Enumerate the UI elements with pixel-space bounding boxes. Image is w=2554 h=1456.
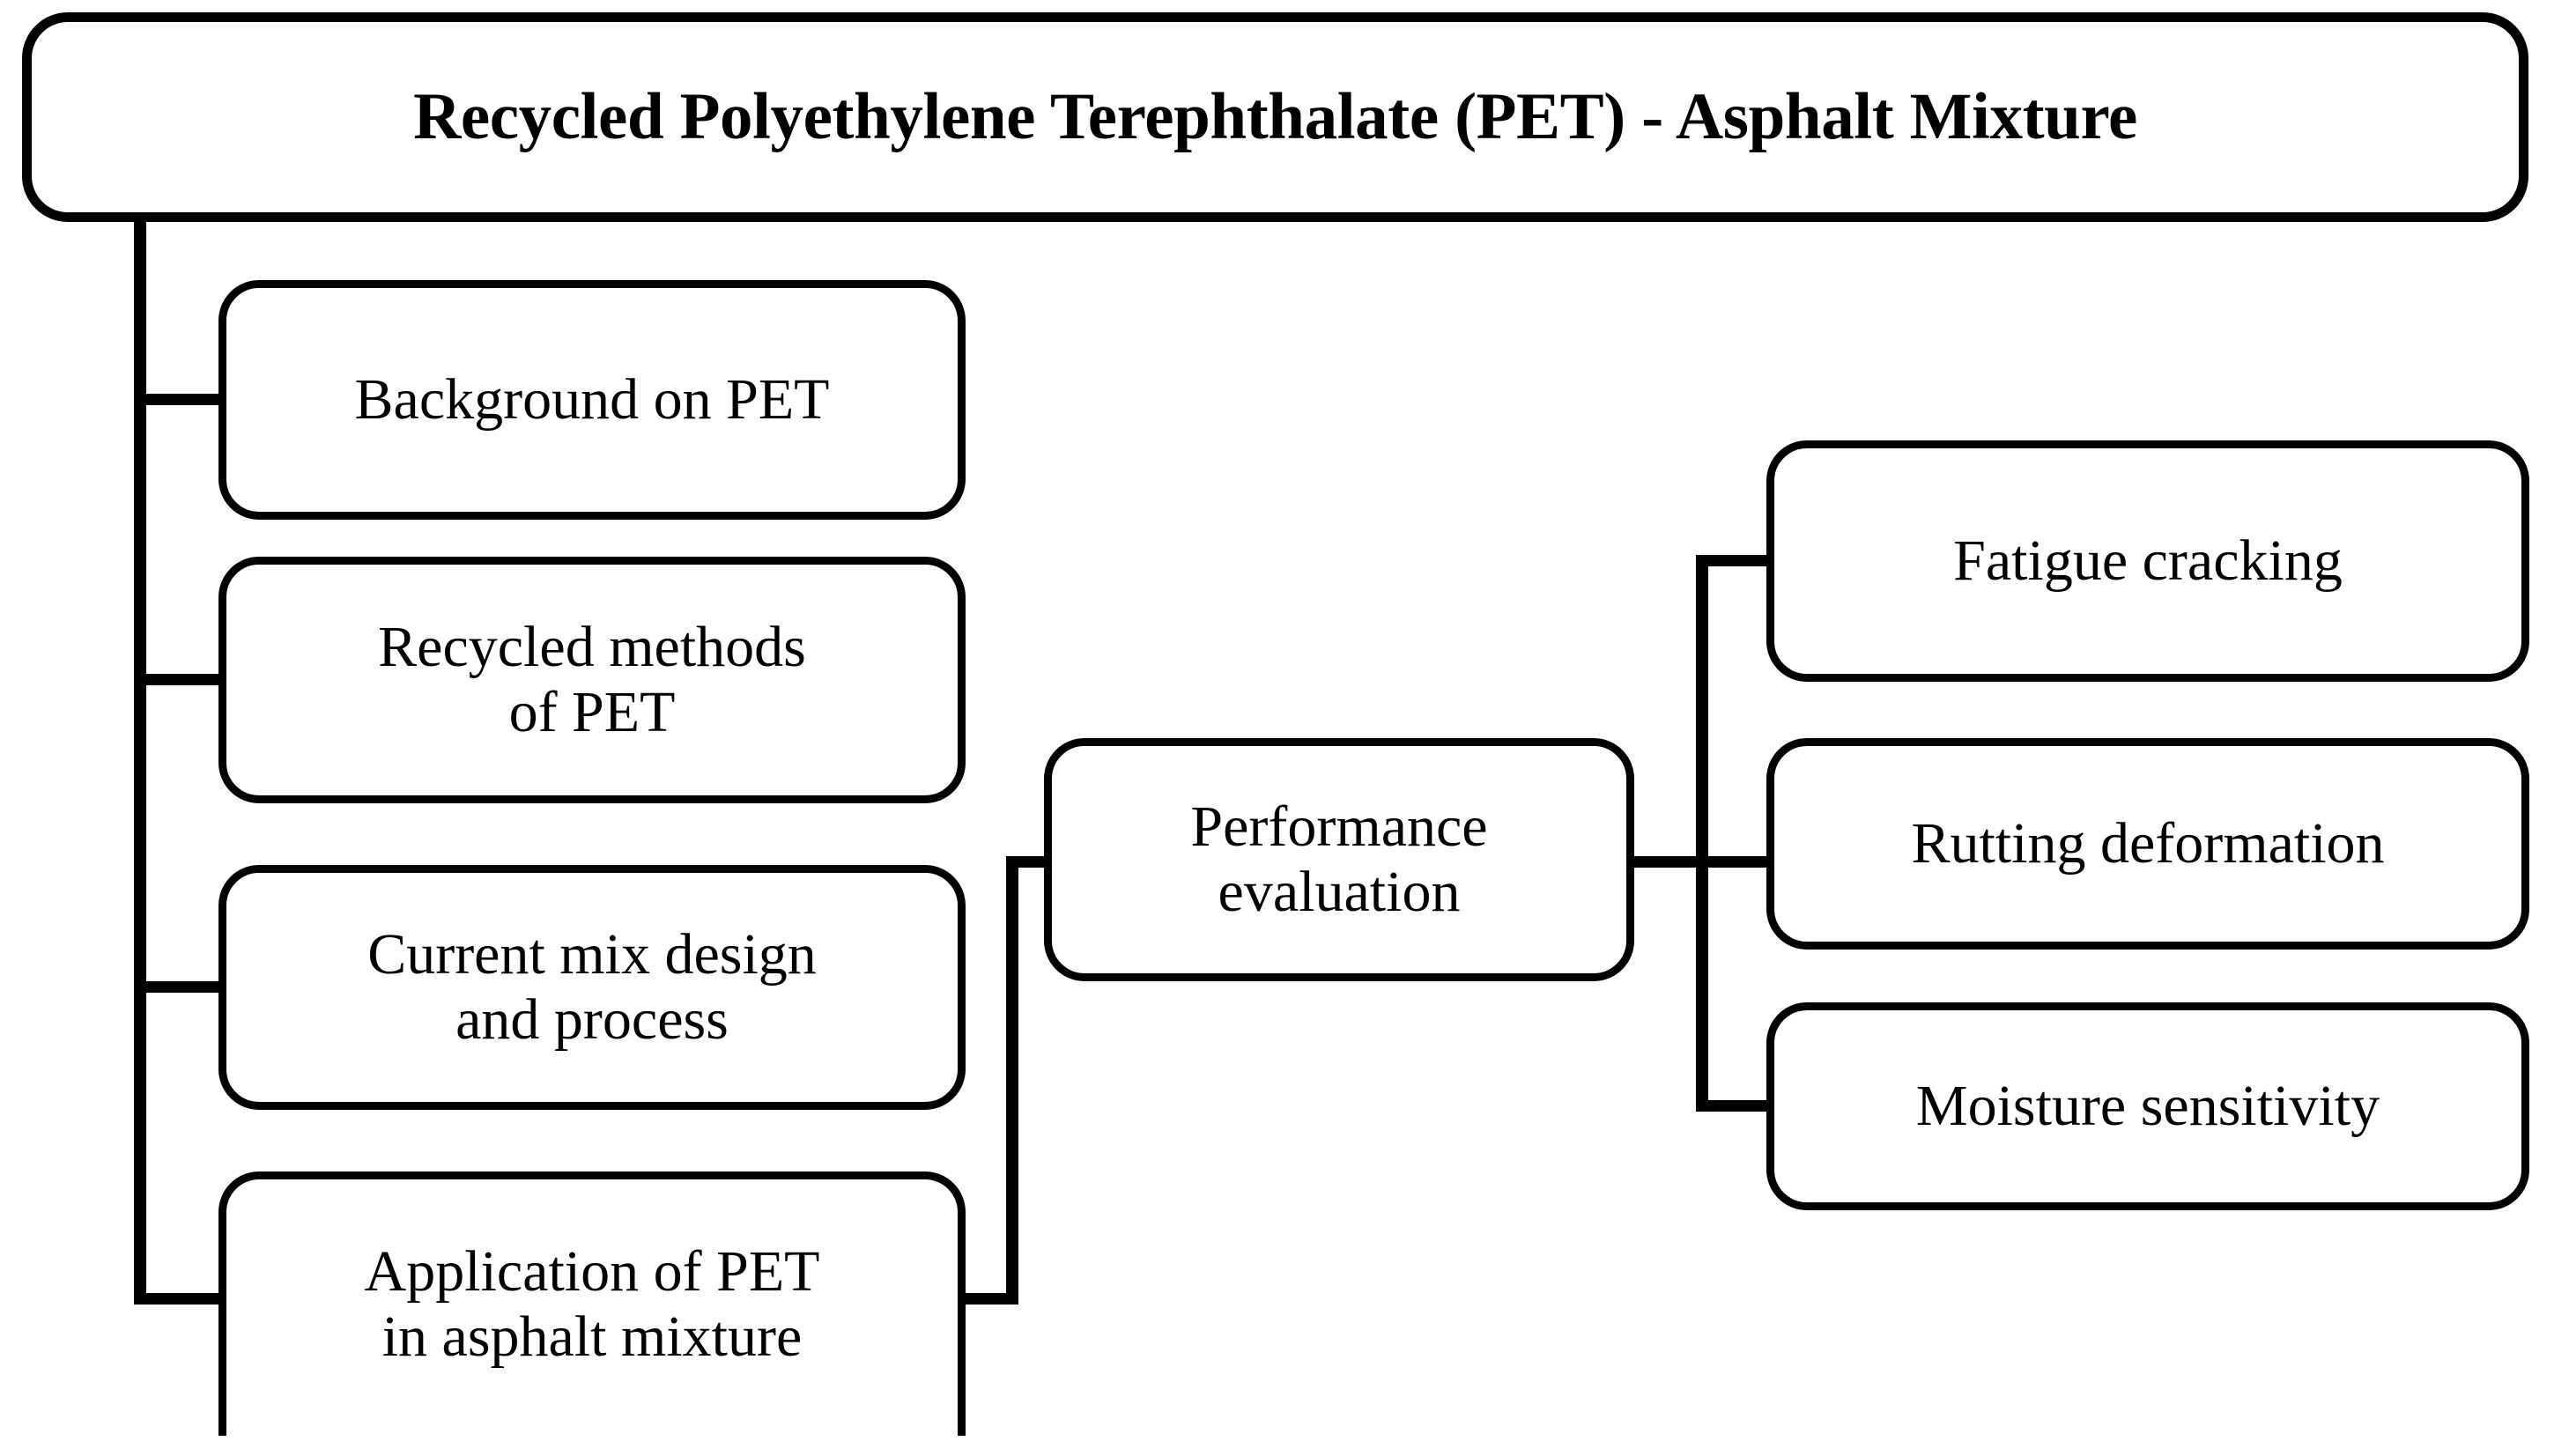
node-performance-evaluation-label: Performance evaluation [1190, 795, 1488, 924]
node-recycled-methods-of-pet-label: Recycled methods of PET [378, 615, 806, 744]
node-moisture-sensitivity-label: Moisture sensitivity [1915, 1074, 2380, 1139]
node-recycled-methods-of-pet: Recycled methods of PET [218, 557, 966, 803]
node-performance-evaluation: Performance evaluation [1044, 738, 1634, 981]
node-current-mix-design-and-process: Current mix design and process [218, 865, 966, 1110]
connector-out-of-performance [1629, 856, 1708, 868]
node-rutting-deformation: Rutting deformation [1766, 738, 2529, 950]
connector-to-recycled-methods [134, 674, 226, 685]
connector-to-current-mix-design [134, 981, 226, 993]
root-node-pet-asphalt-mixture: Recycled Polyethylene Terephthalate (PET… [22, 12, 2528, 222]
node-background-on-pet-label: Background on PET [354, 367, 830, 432]
connector-to-application-of-pet [134, 1293, 226, 1304]
connector-application-vertical [1006, 856, 1018, 1304]
node-background-on-pet: Background on PET [218, 280, 966, 520]
node-application-of-pet-in-asphalt-mixture: Application of PET in asphalt mixture [218, 1171, 966, 1436]
connector-to-moisture-sensitivity [1696, 1100, 1773, 1112]
connector-to-rutting-deformation [1696, 856, 1773, 868]
node-moisture-sensitivity: Moisture sensitivity [1766, 1002, 2529, 1210]
connector-to-fatigue-cracking [1696, 555, 1773, 566]
connector-left-vertical-trunk [134, 218, 146, 1304]
connector-application-horizontal [959, 1293, 1018, 1304]
node-current-mix-design-and-process-label: Current mix design and process [367, 922, 817, 1052]
connector-right-vertical-trunk [1696, 555, 1708, 1112]
node-fatigue-cracking: Fatigue cracking [1766, 440, 2529, 682]
node-application-of-pet-in-asphalt-mixture-label: Application of PET in asphalt mixture [364, 1238, 820, 1369]
connector-to-background-on-pet [134, 394, 226, 405]
node-fatigue-cracking-label: Fatigue cracking [1953, 528, 2343, 594]
node-rutting-deformation-label: Rutting deformation [1911, 811, 2385, 876]
connector-into-performance [1006, 856, 1050, 868]
root-node-label: Recycled Polyethylene Terephthalate (PET… [413, 80, 2137, 153]
